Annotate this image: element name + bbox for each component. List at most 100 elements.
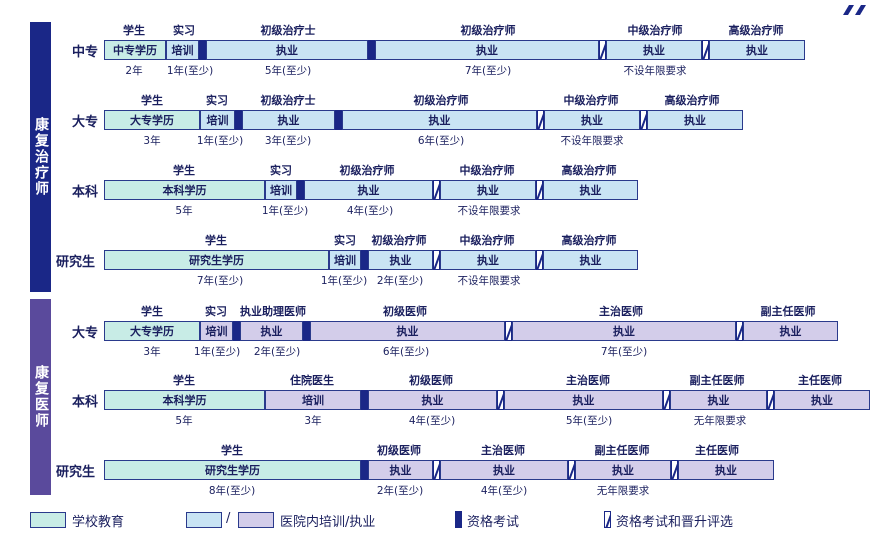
- duration-label: 5年(至少): [565, 415, 613, 427]
- timeline-segment: 培训: [200, 321, 233, 341]
- timeline-segment: 执业: [440, 180, 536, 200]
- duration-label: 1年(至少): [193, 346, 241, 358]
- legend-hospital-label: 医院内培训/执业: [280, 515, 376, 530]
- stage-title: 初级治疗师: [371, 234, 427, 247]
- duration-label: 6年(至少): [417, 135, 465, 147]
- stage-title: 高级治疗师: [561, 234, 617, 247]
- stage-title: 初级医师: [409, 374, 453, 387]
- duration-label: 2年(至少): [376, 275, 424, 287]
- promotion-marker: [663, 390, 670, 410]
- stage-title: 实习: [270, 164, 292, 177]
- therapist-group-label: 康复治疗师: [30, 22, 51, 292]
- row-label: 大专: [72, 115, 99, 130]
- timeline-segment: 本科学历: [104, 390, 265, 410]
- stage-title: 初级医师: [383, 305, 427, 318]
- exam-marker: [361, 250, 368, 270]
- legend-exam-label: 资格考试: [467, 515, 520, 530]
- legend-promotion-marker: [604, 511, 611, 528]
- row-label: 大专: [72, 326, 99, 341]
- timeline-segment: 执业: [240, 321, 303, 341]
- timeline-segment: 执业: [709, 40, 805, 60]
- timeline-segment: 执业: [342, 110, 537, 130]
- timeline-segment: 培训: [265, 180, 297, 200]
- stage-title: 学生: [173, 164, 195, 177]
- timeline-segment: 执业: [440, 460, 568, 480]
- promotion-marker: [599, 40, 606, 60]
- stage-title: 实习: [205, 305, 227, 318]
- timeline-segment: 执业: [310, 321, 505, 341]
- timeline-segment: 执业: [368, 390, 497, 410]
- therapist-group-title: 康复治疗师: [33, 117, 49, 197]
- timeline-segment: 执业: [743, 321, 838, 341]
- duration-label: 不设年限要求: [623, 65, 687, 77]
- timeline-segment: 研究生学历: [104, 250, 329, 270]
- timeline-segment: 执业: [304, 180, 433, 200]
- stage-title: 高级治疗师: [728, 24, 784, 37]
- row-label: 中专: [72, 45, 99, 60]
- duration-label: 4年(至少): [408, 415, 456, 427]
- promotion-marker: [537, 110, 544, 130]
- duration-label: 1年(至少): [261, 205, 309, 217]
- timeline-segment: 执业: [543, 180, 638, 200]
- stage-title: 初级医师: [377, 444, 421, 457]
- stage-title: 学生: [173, 374, 195, 387]
- stage-title: 中级治疗师: [459, 234, 515, 247]
- duration-label: 3年(至少): [264, 135, 312, 147]
- stage-title: 住院医生: [290, 374, 334, 387]
- timeline-segment: 执业: [575, 460, 671, 480]
- duration-label: 不设年限要求: [560, 135, 624, 147]
- promotion-marker: [568, 460, 575, 480]
- timeline-segment: 执业: [440, 250, 536, 270]
- promotion-marker: [767, 390, 774, 410]
- stage-title: 主任医师: [695, 444, 739, 457]
- duration-label: 2年(至少): [376, 485, 424, 497]
- duration-label: 5年: [175, 205, 193, 217]
- exam-marker: [303, 321, 310, 341]
- exam-marker: [199, 40, 206, 60]
- stage-title: 主治医师: [566, 374, 610, 387]
- stage-title: 实习: [334, 234, 356, 247]
- timeline-segment: 研究生学历: [104, 460, 361, 480]
- legend-physician-swatch: [238, 512, 274, 528]
- duration-label: 7年(至少): [600, 346, 648, 358]
- stage-title: 初级治疗师: [460, 24, 516, 37]
- timeline-segment: 执业: [368, 460, 433, 480]
- duration-label: 3年: [143, 346, 161, 358]
- exam-marker: [335, 110, 342, 130]
- duration-label: 4年(至少): [480, 485, 528, 497]
- stage-title: 实习: [173, 24, 195, 37]
- physician-group-label: 康复医师: [30, 299, 51, 495]
- stage-title: 学生: [221, 444, 243, 457]
- timeline-segment: 培训: [200, 110, 235, 130]
- promotion-marker: [433, 460, 440, 480]
- legend-exam-marker: [455, 511, 462, 528]
- duration-label: 3年: [304, 415, 322, 427]
- exam-marker: [235, 110, 242, 130]
- duration-label: 5年(至少): [264, 65, 312, 77]
- exam-marker: [297, 180, 304, 200]
- physician-group-title: 康复医师: [33, 365, 49, 429]
- duration-label: 无年限要求: [693, 415, 747, 427]
- duration-label: 无年限要求: [596, 485, 650, 497]
- legend-school-swatch: [30, 512, 66, 528]
- stage-title: 高级治疗师: [561, 164, 617, 177]
- timeline-segment: 执业: [670, 390, 767, 410]
- stage-title: 学生: [123, 24, 145, 37]
- timeline-segment: 培训: [265, 390, 361, 410]
- timeline-segment: 执业: [206, 40, 368, 60]
- stage-title: 副主任医师: [689, 374, 745, 387]
- row-label: 研究生: [56, 465, 96, 480]
- duration-label: 7年(至少): [196, 275, 244, 287]
- promotion-marker: [505, 321, 512, 341]
- timeline-segment: 执业: [504, 390, 663, 410]
- stage-title: 执业助理医师: [240, 305, 306, 318]
- timeline-segment: 大专学历: [104, 110, 200, 130]
- timeline-segment: 执业: [242, 110, 335, 130]
- promotion-marker: [497, 390, 504, 410]
- stage-title: 初级治疗师: [413, 94, 469, 107]
- promotion-marker: [671, 460, 678, 480]
- stage-title: 主任医师: [798, 374, 842, 387]
- timeline-segment: 执业: [375, 40, 599, 60]
- promotion-marker: [736, 321, 743, 341]
- timeline-segment: 执业: [678, 460, 774, 480]
